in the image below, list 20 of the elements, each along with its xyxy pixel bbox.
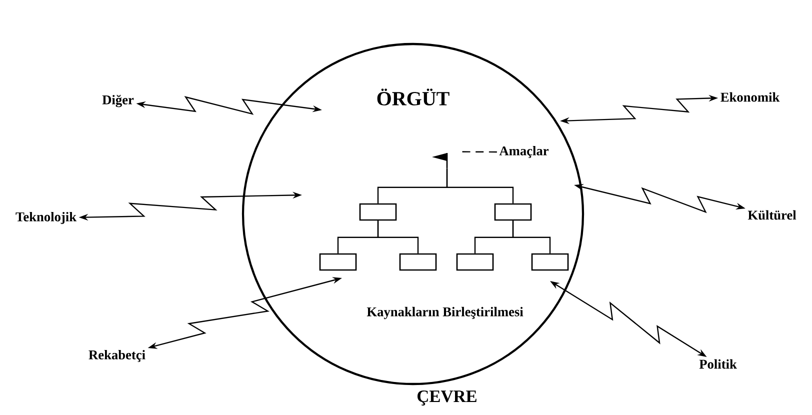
org-box [531, 253, 569, 271]
factor-label: Politik [699, 359, 737, 369]
org-box [359, 203, 397, 221]
factor-label: Rekabetçi [88, 350, 146, 362]
factor-label: Diğer [102, 94, 134, 108]
text-label: ÇEVRE [418, 390, 476, 406]
org-box [456, 253, 494, 271]
factor-label: Kültürel [748, 210, 796, 220]
org-box [494, 203, 532, 221]
connector-line [446, 168, 514, 204]
factor-label: Amaçlar [499, 146, 549, 158]
text-label: Kaynakların Birleştirilmesi [366, 306, 524, 320]
connector-line [512, 220, 551, 254]
org-box [399, 253, 437, 271]
flag-icon [432, 153, 448, 168]
factor-label: Ekonomik [720, 92, 780, 102]
connector-line [377, 220, 419, 254]
org-box [319, 253, 357, 271]
leader-line [462, 151, 497, 153]
factor-label: Teknolojik [16, 212, 77, 224]
